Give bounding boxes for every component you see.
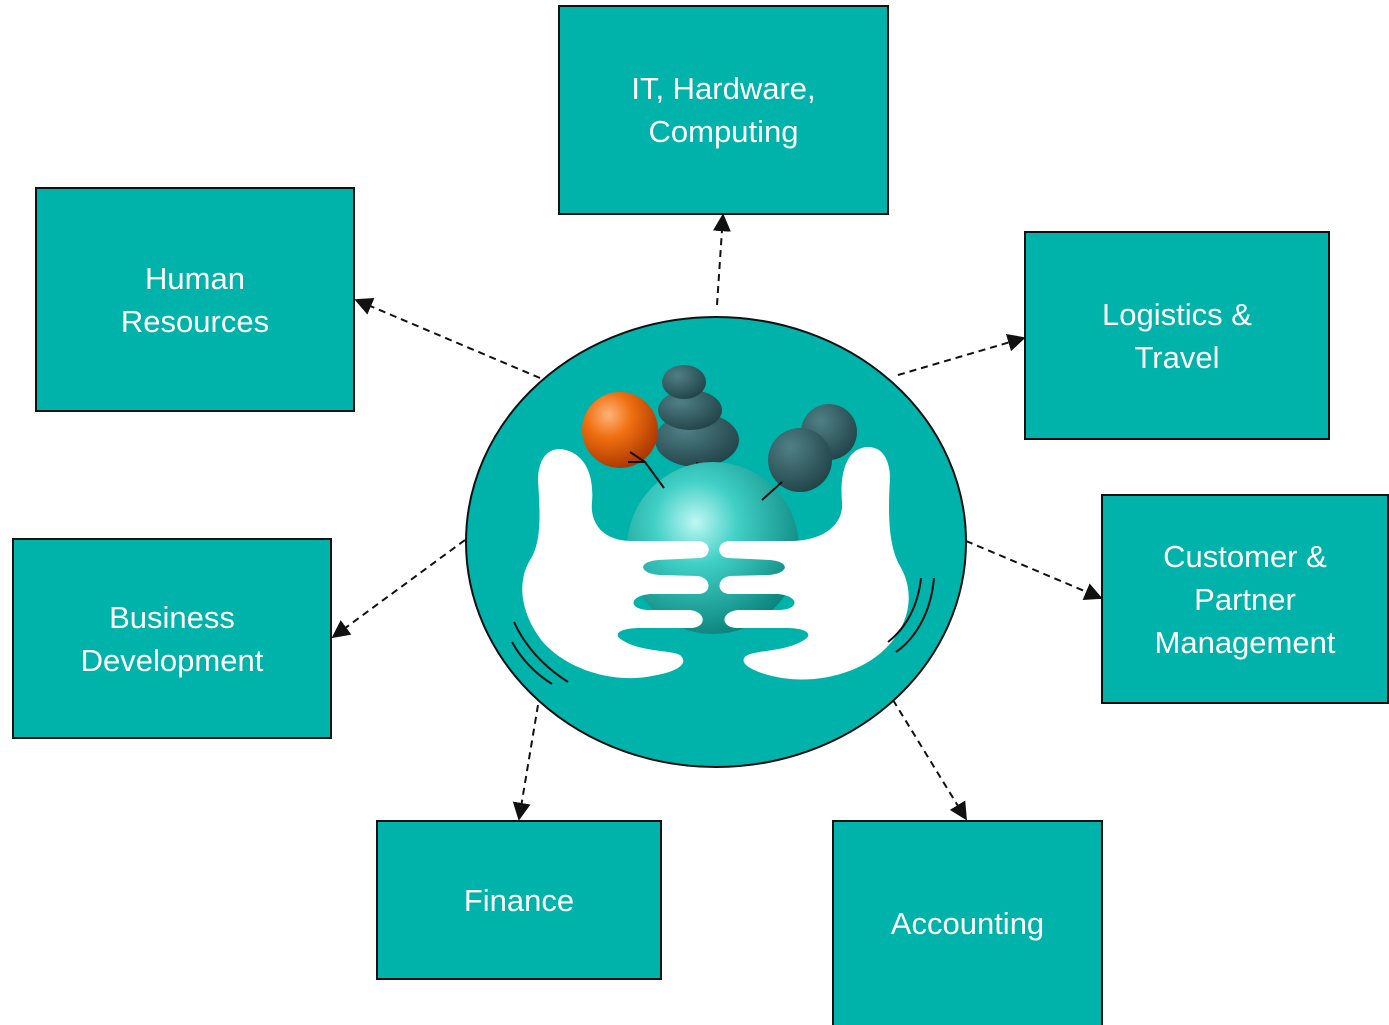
- arrow-to-accounting: [892, 699, 967, 821]
- box-human-resources: Human Resources: [35, 187, 355, 412]
- box-business-development: Business Development: [12, 538, 332, 739]
- box-logistics-travel: Logistics & Travel: [1024, 231, 1330, 440]
- arrow-to-customer: [965, 540, 1103, 600]
- box-it-hardware-computing: IT, Hardware, Computing: [558, 5, 889, 215]
- box-bizdev-label: Business Development: [80, 599, 264, 678]
- box-accounting: Accounting: [832, 820, 1103, 1025]
- box-customer-partner-management: Customer & Partner Management: [1101, 494, 1389, 704]
- motion-lines: [511, 577, 935, 685]
- right-hand-shape: [719, 447, 909, 680]
- dark-twin-spheres: [768, 404, 857, 492]
- arrow-to-bizdev: [331, 539, 466, 639]
- left-hand-shape: [522, 449, 709, 679]
- box-logistics-label: Logistics & Travel: [1102, 296, 1252, 375]
- hands-holding-globe-icon: [511, 365, 935, 685]
- box-customer-label: Customer & Partner Management: [1154, 538, 1336, 660]
- orange-ball: [582, 392, 658, 468]
- box-accounting-label: Accounting: [890, 906, 1045, 941]
- box-it-label: IT, Hardware, Computing: [631, 71, 816, 149]
- connector-arrows: [331, 213, 1103, 821]
- box-finance: Finance: [376, 820, 662, 980]
- arrow-to-logistics: [897, 333, 1026, 376]
- arrow-to-it: [712, 213, 731, 306]
- dark-cone-shape: [655, 365, 739, 467]
- box-hr-label: Human Resources: [120, 260, 270, 339]
- box-finance-label: Finance: [463, 882, 575, 918]
- arrow-to-finance: [512, 704, 539, 821]
- arrow-to-hr: [354, 298, 541, 379]
